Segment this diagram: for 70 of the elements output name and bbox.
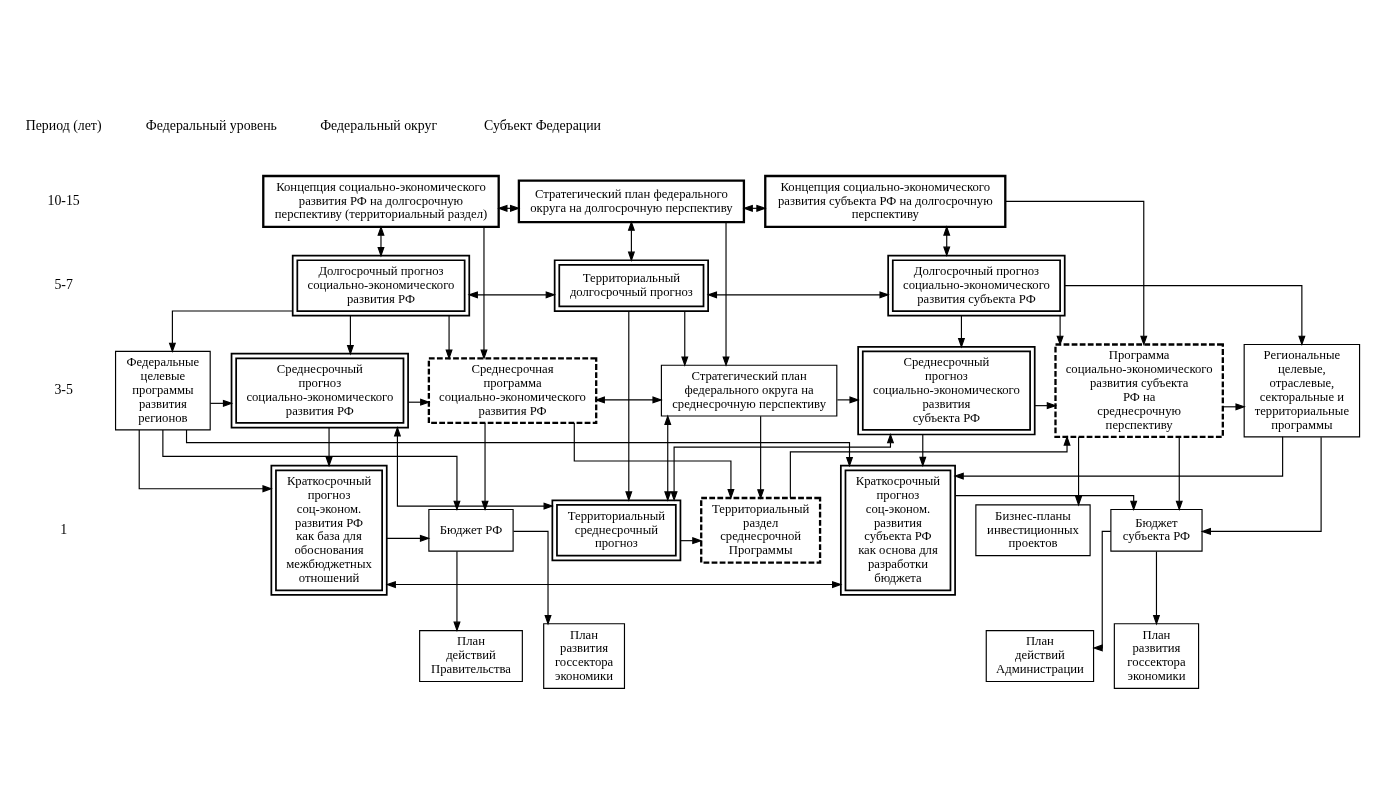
arrow — [1200, 436, 1322, 535]
arrow — [325, 426, 333, 467]
arrow — [513, 530, 552, 625]
node-box: Долгосрочный прогноз социально-экономического развития РФ — [291, 254, 471, 316]
arrow — [954, 494, 1138, 511]
node-box: План действий Правительства — [419, 629, 523, 682]
node-box: Территориальный долгосрочный прогноз — [553, 258, 709, 312]
arrow — [1152, 550, 1161, 625]
arrow — [919, 433, 927, 467]
node-box: Долгосрочный прогноз социально-экономического развития субъекта РФ — [887, 254, 1066, 316]
node-box: Программа социально-экономического развития субъекта РФ на среднесрочную перспективу — [1054, 342, 1224, 438]
node-box: Концепция социально-экономического развития РФ на долгосрочную перспективу (территориальный раздел) — [262, 174, 500, 228]
arrow — [953, 435, 1284, 480]
arrow — [467, 290, 557, 298]
arrow — [138, 428, 273, 492]
node-box: Среднесрочная программа социально-экономического развития РФ — [427, 356, 598, 424]
node-box: Стратегический план федерального округа на среднесрочную перспективу — [660, 364, 838, 417]
node-box: Бюджет субъекта РФ — [1110, 508, 1203, 552]
label: Федеральный уровень — [145, 117, 277, 133]
node-box: Концепция социально-экономического развития субъекта РФ на долгосрочную перспективу — [764, 174, 1007, 228]
arrow — [445, 314, 453, 360]
label: Субъект Федерации — [484, 117, 602, 133]
arrow — [706, 290, 890, 298]
arrow — [1064, 284, 1306, 346]
label: Федеральный округ — [320, 117, 438, 133]
arrow — [670, 432, 895, 502]
node-box: План действий Администрации — [985, 629, 1095, 682]
node-box: Бизнес-планы инвестиционных проектов — [975, 503, 1091, 556]
arrow — [346, 314, 355, 355]
arrow — [836, 395, 860, 404]
label: Период (лет) — [25, 117, 102, 133]
node-box: Территориальный раздел среднесрочной Программы — [700, 496, 822, 564]
arrow — [1092, 530, 1112, 652]
arrow — [1004, 200, 1148, 346]
arrow — [757, 415, 765, 500]
node-box: Стратегический план федерального округа на долгосрочную перспективу — [517, 178, 746, 223]
arrow — [480, 225, 488, 360]
arrow — [386, 534, 431, 542]
label: 10-15 — [47, 192, 80, 208]
node-box: Бюджет РФ — [428, 508, 514, 552]
arrow — [957, 314, 966, 348]
arrow — [722, 221, 730, 367]
arrow — [594, 395, 663, 404]
node-box: Краткосрочный прогноз соц-эконом. развития субъекта РФ как основа для разработки бюджета — [840, 464, 956, 596]
arrow — [664, 414, 672, 502]
node-box: Краткосрочный прогноз соц-эконом. развития РФ как база для обоснования межбюджетных отношений — [270, 464, 388, 596]
arrow — [385, 580, 843, 588]
arrow — [573, 421, 735, 499]
arrow — [1056, 314, 1064, 346]
node-box: План развития госсектора экономики — [1113, 622, 1200, 689]
label: 3-5 — [54, 381, 73, 397]
arrow — [789, 434, 1071, 498]
arrow — [377, 224, 385, 257]
node-box: План развития госсектора экономики — [543, 622, 626, 689]
arrow — [185, 428, 854, 467]
label: 5-7 — [54, 276, 73, 292]
node-box: Среднесрочный прогноз социально-экономического развития субъекта РФ — [857, 345, 1036, 435]
arrow — [481, 421, 489, 511]
arrow — [625, 310, 633, 502]
label: 1 — [60, 521, 68, 537]
node-box: Территориальный среднесрочный прогноз — [551, 498, 682, 561]
node-box: Региональные целевые, отраслевые, секторальные и территориальные программы — [1243, 343, 1361, 437]
node-box: Среднесрочный прогноз социально-экономического развития РФ — [230, 352, 409, 428]
node-box: Федеральные целевые программы развития регионов — [115, 350, 211, 430]
arrow — [168, 309, 294, 353]
arrow — [627, 219, 636, 262]
arrow — [1074, 436, 1083, 506]
arrow — [1175, 436, 1183, 511]
arrow — [453, 550, 461, 632]
arrow — [681, 310, 689, 367]
